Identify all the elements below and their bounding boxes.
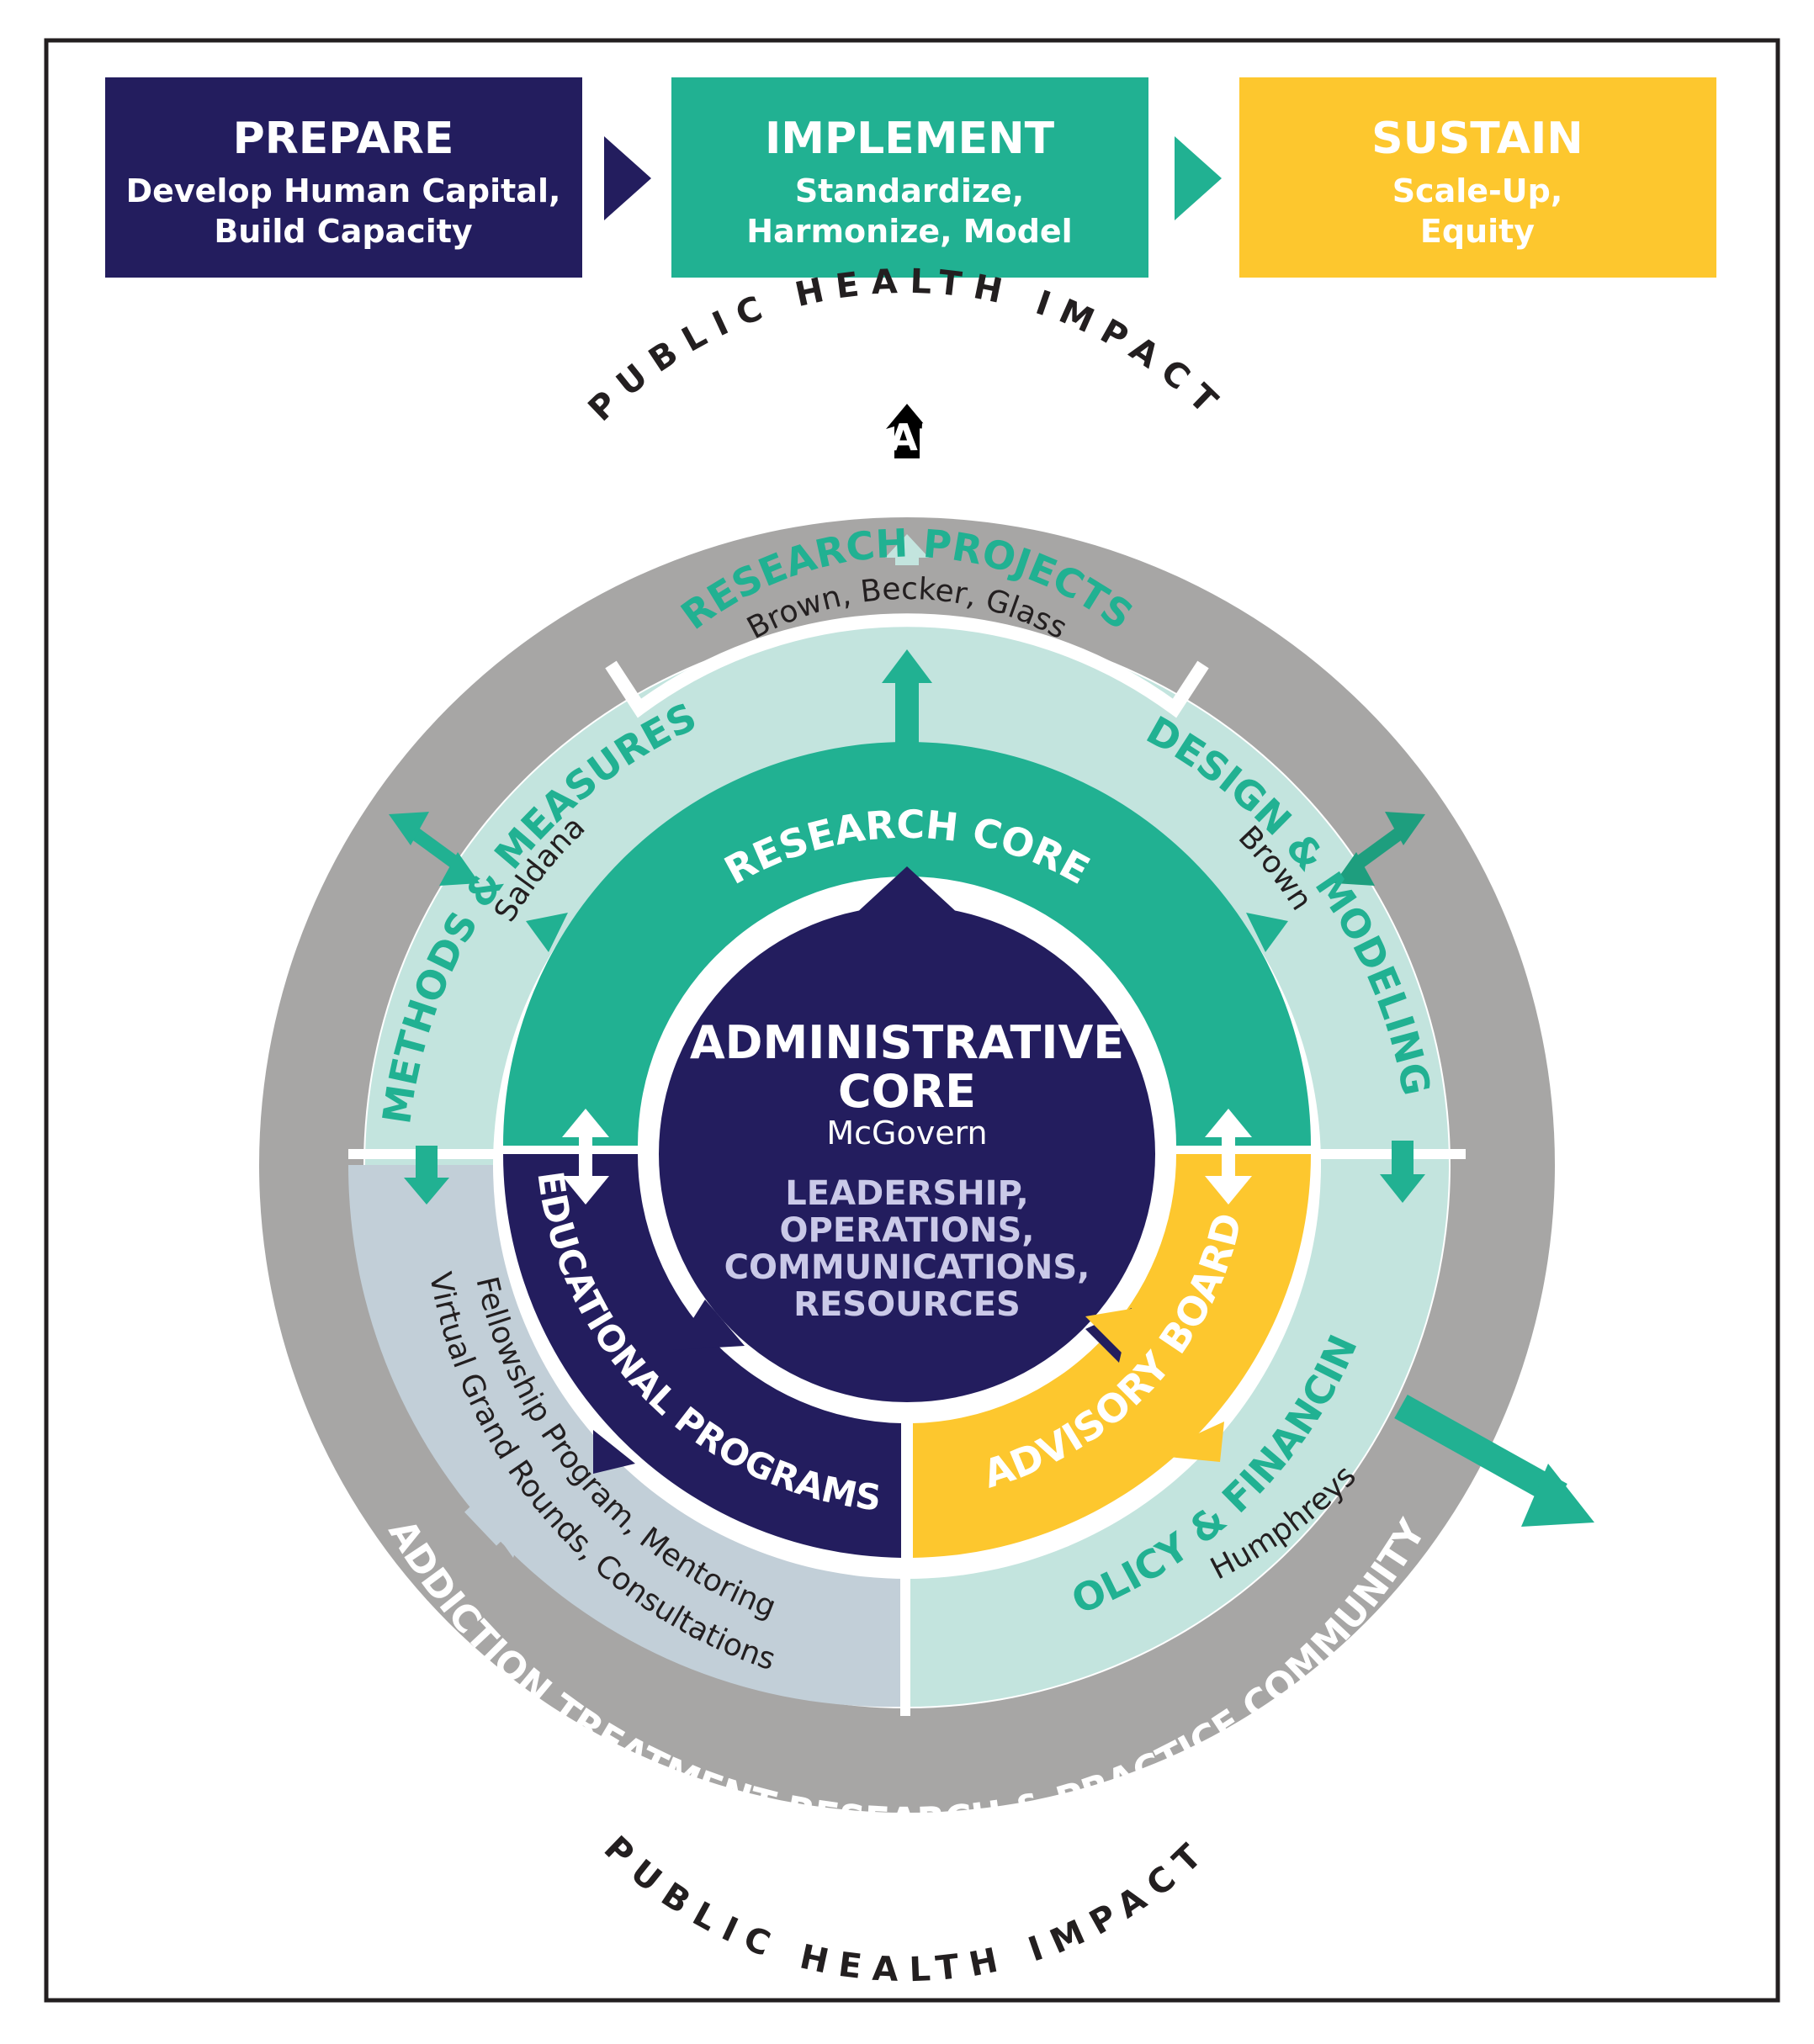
methods-double-arrow-head-outer — [389, 812, 429, 845]
research-core-to-projects-arrow — [882, 649, 932, 749]
phase-arrow-2 — [1175, 136, 1222, 220]
policy-outward-arrow — [1394, 1395, 1594, 1527]
admin-core-circle — [659, 906, 1155, 1402]
advisory-board-arrow-2 — [1151, 1422, 1224, 1462]
design-double-arrow-head-inner — [1334, 852, 1375, 886]
phase-prepare-box — [105, 77, 582, 278]
impact-label-bottom-text: PUBLIC HEALTH IMPACT — [597, 1829, 1206, 1989]
research-core-sector — [503, 742, 1311, 1146]
methods-to-education-shaft — [416, 1146, 438, 1181]
phase-implement-title: IMPLEMENT — [765, 114, 1055, 164]
methods-double-arrow — [389, 812, 480, 886]
phase-sustain-title: SUSTAIN — [1371, 114, 1583, 164]
admin-core-left-arrow — [673, 1300, 745, 1350]
design-double-arrow-shaft — [1355, 827, 1404, 868]
policy-outward-head — [1521, 1464, 1594, 1527]
admin-core-duty: OPERATIONS, — [780, 1211, 1035, 1250]
methods-to-education-head — [404, 1178, 449, 1205]
phase-implement-line1: Standardize, — [795, 172, 1024, 209]
education-to-community-arrow — [464, 1499, 526, 1558]
research-core-arrow-left — [526, 913, 568, 952]
design-double-arrow — [1334, 812, 1425, 886]
admin-core-up-arrow — [854, 866, 960, 915]
education-double-arrow-head-up — [562, 1109, 609, 1137]
design-to-policy-arrow — [1380, 1141, 1425, 1203]
advisory-double-arrow-head-up — [1205, 1109, 1252, 1137]
outer-frame — [44, 38, 1780, 2003]
education-double-arrow — [562, 1109, 609, 1205]
phase-sustain-box — [1239, 77, 1716, 278]
impact-label-bottom: PUBLIC HEALTH IMPACT — [597, 1829, 1217, 1989]
phase-sustain-line2: Equity — [1420, 213, 1535, 250]
advisory-board-arrow — [1085, 1308, 1136, 1358]
advisory-board-sector — [913, 1154, 1311, 1558]
educational-programs-arrow — [593, 1430, 635, 1474]
advisory-double-arrow-head-down — [1205, 1176, 1252, 1205]
phase-prepare-title: PREPARE — [233, 114, 454, 164]
admin-core-title-1: ADMINISTRATIVE — [690, 1016, 1124, 1069]
phase-sustain-line1: Scale-Up, — [1392, 172, 1563, 209]
policy-outward-shaft — [1394, 1395, 1567, 1507]
impact-up-arrow — [886, 404, 928, 458]
design-double-arrow-head-outer — [1385, 812, 1425, 845]
research-core-arrow-right — [1246, 913, 1288, 952]
phase-implement-line2: Harmonize, Model — [746, 213, 1072, 250]
phase-arrow-1 — [604, 136, 651, 220]
admin-core-title-2: CORE — [838, 1065, 976, 1118]
education-to-community-head — [488, 1518, 526, 1558]
admin-core-duty: COMMUNICATIONS, — [724, 1248, 1090, 1287]
admin-core-duty: RESOURCES — [793, 1285, 1021, 1324]
phase-implement-box — [671, 77, 1148, 278]
phase-implement: IMPLEMENT Standardize, Harmonize, Model — [671, 77, 1148, 278]
methods-double-arrow-head-inner — [439, 852, 480, 886]
phase-sustain: SUSTAIN Scale-Up, Equity — [1239, 77, 1716, 278]
education-double-arrow-head-down — [562, 1176, 609, 1205]
phase-prepare: PREPARE Develop Human Capital, Build Cap… — [105, 77, 582, 278]
research-projects-notch — [605, 613, 1209, 718]
phase-prepare-line2: Build Capacity — [214, 213, 473, 250]
methods-to-education-arrow — [404, 1146, 449, 1205]
educational-programs-sector — [502, 1154, 901, 1558]
admin-core-name: McGovern — [826, 1115, 987, 1152]
admin-core-duty: LEADERSHIP, — [785, 1174, 1028, 1213]
advisory-double-arrow-shaft — [1222, 1131, 1235, 1182]
projects-to-community-arrow — [885, 534, 929, 565]
methods-double-arrow-shaft — [410, 827, 459, 868]
design-to-policy-head — [1380, 1174, 1425, 1203]
research-core-to-projects-head — [882, 649, 932, 683]
advisory-double-arrow — [1205, 1109, 1252, 1205]
design-to-policy-shaft — [1392, 1141, 1414, 1178]
phase-prepare-line1: Develop Human Capital, — [126, 172, 561, 209]
education-double-arrow-shaft — [579, 1131, 592, 1182]
research-core-to-projects-shaft — [895, 680, 919, 749]
